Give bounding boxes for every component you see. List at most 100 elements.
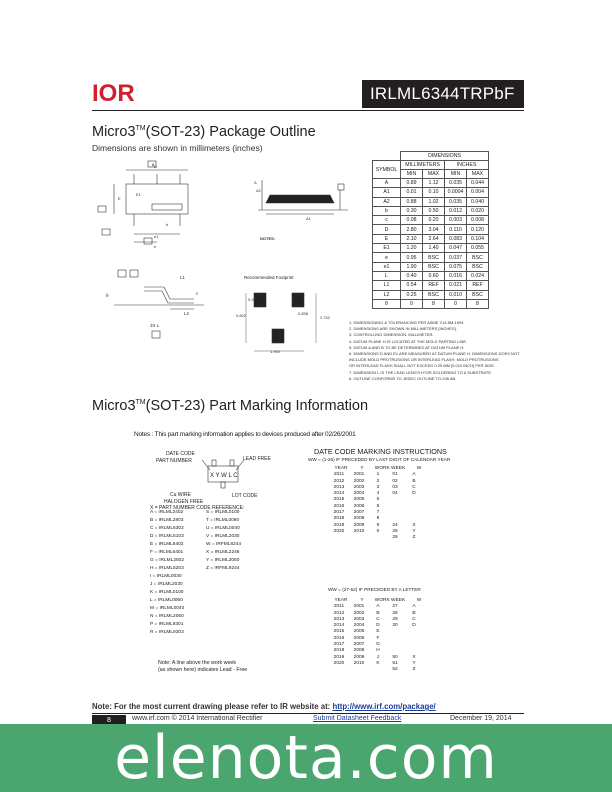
- svg-text:IOR: IOR: [92, 80, 135, 104]
- table-cell: [370, 667, 386, 673]
- table-cell: B: [412, 478, 416, 484]
- list-item: R = IRLML9303: [150, 630, 241, 638]
- svg-text:D: D: [154, 164, 157, 169]
- symbol-cell: D: [372, 224, 401, 235]
- table-cell: 28: [392, 610, 398, 616]
- table-cell: C: [412, 484, 416, 490]
- value-cell: 1.20: [400, 243, 423, 254]
- svg-text:A: A: [254, 180, 257, 185]
- svg-text:c: c: [196, 291, 199, 296]
- value-cell: 0.120: [466, 224, 489, 235]
- table-cell: 2012: [333, 478, 345, 484]
- symbol-cell: A: [372, 177, 401, 189]
- value-cell: 0.055: [466, 243, 489, 254]
- date-code-title: DATE CODE MARKING INSTRUCTIONS: [314, 447, 447, 456]
- header-cell: W: [416, 598, 422, 603]
- table-cell: 2004: [353, 491, 365, 497]
- list-item: L = IRLML0060: [150, 598, 241, 606]
- table-cell: 2015: [333, 497, 345, 503]
- note-line: INCLUDE MOLD PROTRUSIONS OR INTERLEAD FL…: [349, 357, 499, 363]
- table-cell: 2005: [353, 629, 365, 635]
- value-cell: 3.04: [422, 224, 445, 235]
- table-cell: 2: [376, 478, 380, 484]
- note-line: 3. CONTROLLING DIMENSION: MILLIMETER.: [349, 332, 434, 338]
- lead-free-label: LEAD FREE: [243, 456, 271, 462]
- table-cell: 2005: [353, 497, 365, 503]
- svg-text:0.802: 0.802: [236, 313, 247, 318]
- sub-header: MAX: [466, 169, 489, 179]
- footer-copyright[interactable]: www.irf.com © 2014 International Rectifi…: [132, 715, 263, 722]
- value-cell: 0.60: [422, 270, 445, 282]
- part-code: B = IRLML2803: [150, 518, 184, 523]
- value-cell: 0.50: [422, 205, 445, 217]
- header-cell: Y: [360, 466, 364, 471]
- note-line: 5. DATUM A AND B TO BE DETERMINED AT DAT…: [349, 344, 465, 350]
- table-cell: 2010: [353, 528, 365, 534]
- ref-title: X = PART NUMBER CODE REFERENCE:: [150, 505, 245, 511]
- symbol-cell: b: [372, 205, 401, 217]
- value-cell: 0.020: [466, 205, 489, 217]
- table-cell: 2013: [333, 616, 345, 622]
- note-line: 6. DIMENSIONS D AND E1 ARE MEASURED AT D…: [349, 351, 520, 357]
- header-cell: W: [416, 466, 422, 471]
- table-cell: [370, 535, 386, 541]
- note-line: 4. DATUM PLANE H IS LOCATED AT THE MOLD …: [349, 338, 468, 344]
- table-cell: 04: [392, 491, 398, 497]
- table-cell: 2020: [333, 528, 345, 534]
- table-cell: 30: [392, 623, 398, 629]
- submit-feedback-link[interactable]: Submit Datasheet Feedback: [313, 715, 402, 722]
- value-cell: 0.008: [466, 215, 489, 226]
- outline-title: Micro3TM(SOT-23) Package Outline: [92, 124, 316, 140]
- value-cell: 0.88: [400, 196, 423, 207]
- table-cell: E: [376, 629, 380, 635]
- table-cell: C: [376, 616, 380, 622]
- table-cell: Z: [412, 535, 416, 541]
- value-cell: 0.021: [444, 280, 467, 291]
- value-cell: 8: [422, 298, 445, 310]
- part-code: D = IRLML5103: [150, 534, 184, 539]
- table-cell: 25: [392, 528, 398, 534]
- table-cell: 5: [376, 497, 380, 503]
- part-code: F = IRLML6401: [150, 550, 184, 555]
- value-cell: 0.110: [444, 224, 467, 235]
- table-cell: 2003: [353, 616, 365, 622]
- lead-detail-drawing: L1 L2 c θ 3X L: [106, 269, 204, 339]
- value-cell: 0.037: [444, 252, 467, 263]
- svg-text:1.900: 1.900: [270, 349, 281, 354]
- table-cell: 2011: [333, 604, 345, 610]
- table-cell: 2006: [353, 503, 365, 509]
- value-cell: 0.047: [444, 243, 467, 254]
- value-cell: BSC: [422, 261, 445, 272]
- table-cell: 4: [376, 491, 380, 497]
- value-cell: 8: [466, 298, 489, 310]
- table-cell: [330, 667, 348, 673]
- symbol-header: SYMBOL: [372, 160, 401, 179]
- table-cell: 2017: [333, 510, 345, 516]
- part-code: W = IRFML8244: [206, 542, 242, 547]
- value-cell: 0.20: [422, 215, 445, 226]
- table-cell: 2017: [333, 642, 345, 648]
- value-cell: 1.12: [422, 177, 445, 189]
- table-cell: 2008: [353, 648, 365, 654]
- table-cell: 03: [392, 484, 398, 490]
- table-cell: Z: [412, 667, 416, 673]
- value-cell: BSC: [466, 252, 489, 263]
- header-cell: YEAR: [334, 598, 348, 603]
- package-link[interactable]: http://www.irf.com/package/: [332, 702, 436, 711]
